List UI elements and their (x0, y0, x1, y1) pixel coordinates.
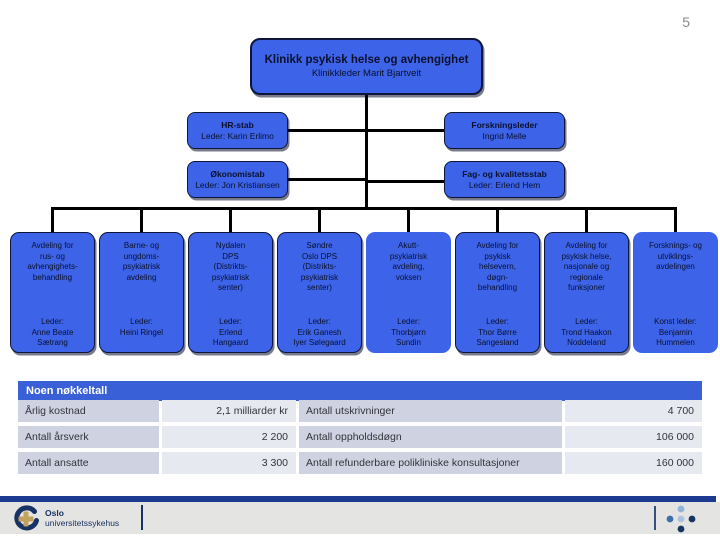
staff-hr-leader: Leder: Karin Erlimo (201, 130, 274, 141)
dept-box-akuttpsykiatrisk: Akutt- psykiatrisk avdeling, voksen Lede… (366, 232, 451, 353)
dept-title: Søndre Oslo DPS (Distrikts- psykiatrisk … (300, 241, 339, 292)
footer-left-divider (141, 505, 143, 530)
staff-hr-title: HR-stab (221, 119, 254, 130)
clinic-title: Klinikk psykisk helse og avhengighet (264, 54, 469, 66)
dept-box-nydalen-dps: Nydalen DPS (Distrikts- psykiatrisk sent… (188, 232, 273, 353)
staff-box-okonomi: Økonomistab Leder: Jon Kristiansen (187, 161, 288, 198)
connector-stub-5 (407, 207, 410, 232)
connector-stub-3 (229, 207, 232, 232)
staff-fag-title: Fag- og kvalitetsstab (462, 168, 547, 179)
connector-okonomi (288, 178, 367, 181)
footer-band (0, 502, 720, 534)
dept-title: Akutt- psykiatrisk avdeling, voksen (389, 241, 428, 282)
table-label: Antall årsverk (18, 426, 159, 448)
page-number: 5 (682, 14, 690, 30)
table-value: 106 000 (565, 426, 702, 448)
dept-box-forskning-utvikling: Forsknings- og utviklings- avdelingen Ko… (633, 232, 718, 353)
connector-fag (366, 180, 445, 183)
dept-box-dognbehandling: Avdeling for psykisk helsevern, døgn- be… (455, 232, 540, 353)
connector-stub-6 (496, 207, 499, 232)
table-label: Antall oppholdsdøgn (299, 426, 562, 448)
staff-forskning-title: Forskningsleder (471, 119, 538, 130)
table-value: 2 200 (162, 426, 296, 448)
table-label: Antall ansatte (18, 452, 159, 474)
connector-hr (288, 129, 367, 132)
key-figures-header: Noen nøkkeltall (18, 381, 702, 401)
dept-box-sondre-oslo-dps: Søndre Oslo DPS (Distrikts- psykiatrisk … (277, 232, 362, 353)
hospital-logo-icon (14, 505, 39, 531)
dept-title: Avdeling for rus- og avhengighets- behan… (27, 241, 78, 282)
staff-box-forskning: Forskningsleder Ingrid Melle (444, 112, 565, 149)
connector-stub-4 (318, 207, 321, 232)
dept-leader: Leder: Trond Haakon Noddeland (561, 317, 612, 347)
table-value: 4 700 (565, 400, 702, 422)
dept-leader: Leder: Erlend Hangaard (212, 317, 249, 347)
footer-rule (0, 496, 716, 502)
dept-leader: Leder: Heini Ringel (119, 317, 164, 337)
dept-leader: Leder: Erik Ganesh Iyer Sølegaard (293, 317, 346, 347)
table-label: Antall utskrivninger (299, 400, 562, 422)
connector-forskning (366, 129, 445, 132)
dept-leader: Konst leder: Benjamin Hummelen (654, 317, 697, 347)
table-value: 160 000 (565, 452, 702, 474)
clinic-leader: Klinikkleder Marit Bjartveit (311, 68, 422, 79)
table-label: Årlig kostnad (18, 400, 159, 422)
staff-fag-leader: Leder: Erlend Hem (468, 179, 541, 190)
staff-okonomi-leader: Leder: Jon Kristiansen (195, 179, 280, 190)
dept-title: Nydalen DPS (Distrikts- psykiatrisk sent… (211, 241, 250, 292)
connector-stub-1 (51, 207, 54, 232)
footer-right-divider (654, 506, 656, 530)
table-label: Antall refunderbare polikliniske konsult… (299, 452, 562, 474)
oslo-universitetssykehus-logo: Oslo universitetssykehus (12, 504, 119, 533)
dept-leader: Leder: Thor Børre Sangesland (476, 317, 519, 347)
connector-departments-horizontal (51, 207, 676, 210)
dept-title: Barne- og ungdoms- psykiatrisk avdeling (122, 241, 161, 282)
dept-title: Avdeling for psykisk helse, nasjonale og… (561, 241, 612, 292)
table-value: 3 300 (162, 452, 296, 474)
staff-forskning-leader: Ingrid Melle (482, 130, 527, 141)
connector-stub-7 (585, 207, 588, 232)
dept-leader: Leder: Anne Beate Sætrang (31, 317, 74, 347)
logo-text: Oslo universitetssykehus (45, 508, 120, 528)
orgchart-root-box: Klinikk psykisk helse og avhengighet Kli… (250, 38, 483, 95)
dot-cross-icon (666, 505, 696, 533)
staff-box-fag: Fag- og kvalitetsstab Leder: Erlend Hem (444, 161, 565, 198)
dept-title: Forsknings- og utviklings- avdelingen (649, 241, 702, 271)
logo-line-2: universitetssykehus (45, 517, 120, 528)
connector-stub-8 (674, 207, 677, 232)
staff-okonomi-title: Økonomistab (210, 168, 265, 179)
dept-title: Avdeling for psykisk helsevern, døgn- be… (476, 241, 519, 292)
logo-line-1: Oslo (45, 508, 64, 518)
connector-stub-2 (140, 207, 143, 232)
dept-box-nasjonale-funksjoner: Avdeling for psykisk helse, nasjonale og… (544, 232, 629, 353)
staff-box-hr: HR-stab Leder: Karin Erlimo (187, 112, 288, 149)
dept-box-barne-ungdom: Barne- og ungdoms- psykiatrisk avdeling … (99, 232, 184, 353)
dept-leader: Leder: Thorbjørn Sundin (391, 317, 426, 347)
dept-box-rus-og-avhengighet: Avdeling for rus- og avhengighets- behan… (10, 232, 95, 353)
connector-root-vertical (365, 95, 368, 208)
table-value: 2,1 milliarder kr (162, 400, 296, 422)
